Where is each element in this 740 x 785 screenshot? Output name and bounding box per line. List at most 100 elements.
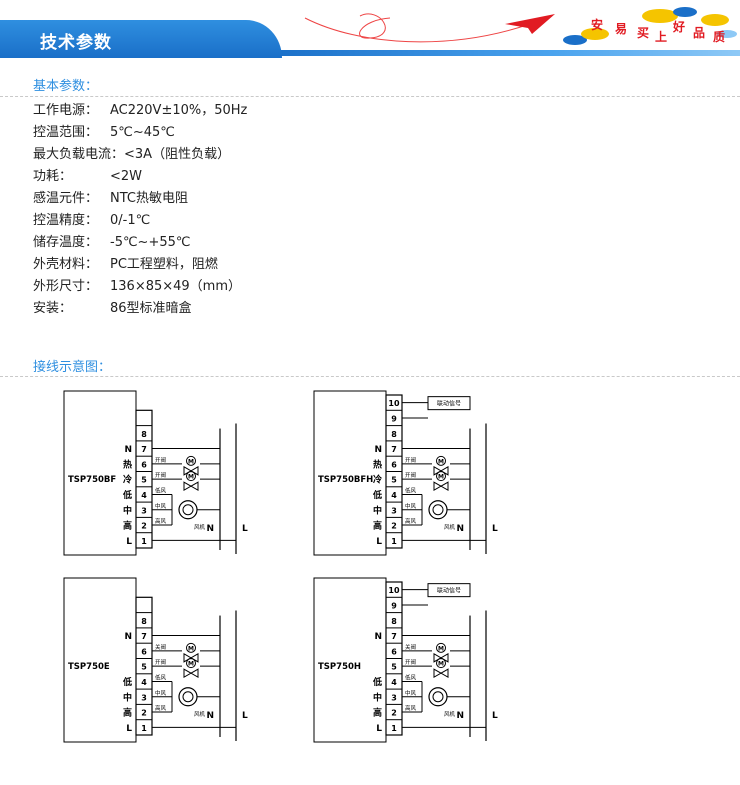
rail-label-l: L — [492, 524, 498, 534]
valve-label: 开阀 — [155, 471, 166, 479]
valve-motor-letter: M — [438, 661, 444, 668]
fan-label: 风机 — [194, 710, 206, 718]
valve-icon — [189, 668, 199, 679]
terminal-number: 9 — [391, 414, 397, 423]
terminal-number: 2 — [141, 522, 147, 531]
valve-motor-letter: M — [438, 474, 444, 481]
terminal-number: 8 — [391, 617, 397, 626]
valve-motor-icon — [186, 455, 196, 466]
terminal-label: L — [376, 537, 382, 547]
valve-label: 关阀 — [155, 643, 166, 651]
banner-stripe — [270, 50, 740, 56]
slogan-logo: 安 易 买 上 好 品 质 — [555, 4, 740, 50]
terminal-number: 3 — [141, 506, 147, 515]
divider — [0, 376, 740, 377]
param-label: 工作电源： — [33, 103, 99, 118]
terminal-label: L — [126, 537, 132, 547]
fan-icon — [432, 691, 444, 703]
linkage-signal-label: 联动信号 — [437, 400, 461, 408]
valve-motor-icon — [186, 658, 196, 669]
param-value: 136×85×49（mm） — [110, 279, 242, 294]
terminal-number: 8 — [391, 430, 397, 439]
terminal-label: 中 — [123, 504, 132, 516]
terminal-number: 5 — [141, 663, 147, 672]
terminal-label: 冷 — [123, 474, 132, 486]
terminal-number: 10 — [388, 399, 400, 408]
terminal-number: 7 — [141, 445, 147, 454]
fan-label: 风机 — [444, 710, 456, 718]
linkage-signal-label: 联动信号 — [437, 587, 461, 595]
param-label: 最大负载电流： — [33, 147, 125, 162]
terminal-label: N — [374, 445, 382, 455]
terminal-number: 6 — [391, 460, 397, 469]
valve-label: 开阀 — [155, 456, 166, 464]
basic-params-heading: 基本参数： — [33, 79, 99, 94]
fan-icon — [428, 500, 448, 520]
fan-speed-label: 中风 — [405, 502, 417, 510]
terminal-number: 1 — [141, 724, 147, 733]
valve-motor-icon — [436, 455, 446, 466]
banner-title: 技术参数 — [40, 33, 112, 53]
terminal-label: L — [376, 724, 382, 734]
terminal-number: 2 — [141, 709, 147, 718]
model-name: TSP750BF — [68, 475, 116, 485]
slogan-char: 好 — [673, 20, 686, 34]
valve-motor-letter: M — [188, 474, 194, 481]
model-name: TSP750E — [68, 662, 110, 672]
fan-icon — [428, 687, 448, 707]
terminal-number: 6 — [141, 647, 147, 656]
terminal-number: 6 — [391, 647, 397, 656]
fan-icon — [178, 687, 198, 707]
param-label: 控温范围： — [33, 125, 99, 140]
fan-speed-label: 高风 — [405, 517, 417, 525]
param-label: 外壳材料： — [33, 257, 99, 272]
terminal-number: 10 — [388, 586, 400, 595]
param-label: 控温精度： — [33, 213, 99, 228]
valve-motor-letter: M — [438, 458, 444, 465]
terminal-number: 4 — [141, 678, 147, 687]
param-value: 86型标准暗盒 — [110, 301, 192, 316]
terminal-label: 低 — [372, 489, 382, 501]
param-row: 工作电源： AC220V±10%，50Hz — [33, 102, 247, 120]
terminal-number: 3 — [141, 693, 147, 702]
param-row: 外形尺寸： 136×85×49（mm） — [33, 278, 241, 296]
param-value: <2W — [110, 169, 143, 184]
valve-label: 关阀 — [405, 643, 416, 651]
param-value: AC220V±10%，50Hz — [110, 103, 248, 118]
valve-label: 开阀 — [405, 456, 416, 464]
terminal-label: 低 — [122, 489, 132, 501]
valve-motor-letter: M — [188, 458, 194, 465]
valve-motor-icon — [436, 658, 446, 669]
fan-speed-label: 中风 — [155, 689, 167, 697]
terminal-number: 2 — [391, 522, 397, 531]
terminal-number: 8 — [141, 430, 147, 439]
valve-motor-icon — [436, 471, 446, 482]
valve-motor-icon — [186, 642, 196, 653]
slogan-char: 安 — [591, 18, 604, 32]
terminal-number: 5 — [391, 663, 397, 672]
param-row: 安装： 86型标准暗盒 — [33, 300, 192, 318]
valve-label: 开阀 — [405, 471, 416, 479]
terminal-label: 中 — [373, 691, 382, 703]
terminal-label: 高 — [373, 707, 382, 719]
param-label: 外形尺寸： — [33, 279, 99, 294]
fan-icon — [182, 504, 194, 516]
fan-speed-label: 低风 — [405, 486, 417, 494]
fan-icon — [182, 691, 194, 703]
rail-label-n: N — [206, 524, 214, 534]
param-row: 控温精度：0/-1℃ — [33, 212, 150, 230]
param-row: 最大负载电流：<3A（阻性负载） — [33, 146, 230, 164]
param-label: 安装： — [33, 301, 73, 316]
param-label: 储存温度： — [33, 235, 99, 250]
slogan-char: 品 — [693, 26, 706, 40]
param-value: NTC热敏电阻 — [110, 191, 188, 206]
terminal-number: 9 — [391, 601, 397, 610]
fan-icon — [178, 500, 198, 520]
banner-tab — [0, 20, 282, 58]
slogan-char: 质 — [713, 30, 726, 44]
fan-speed-label: 高风 — [155, 704, 167, 712]
valve-icon — [439, 481, 449, 492]
